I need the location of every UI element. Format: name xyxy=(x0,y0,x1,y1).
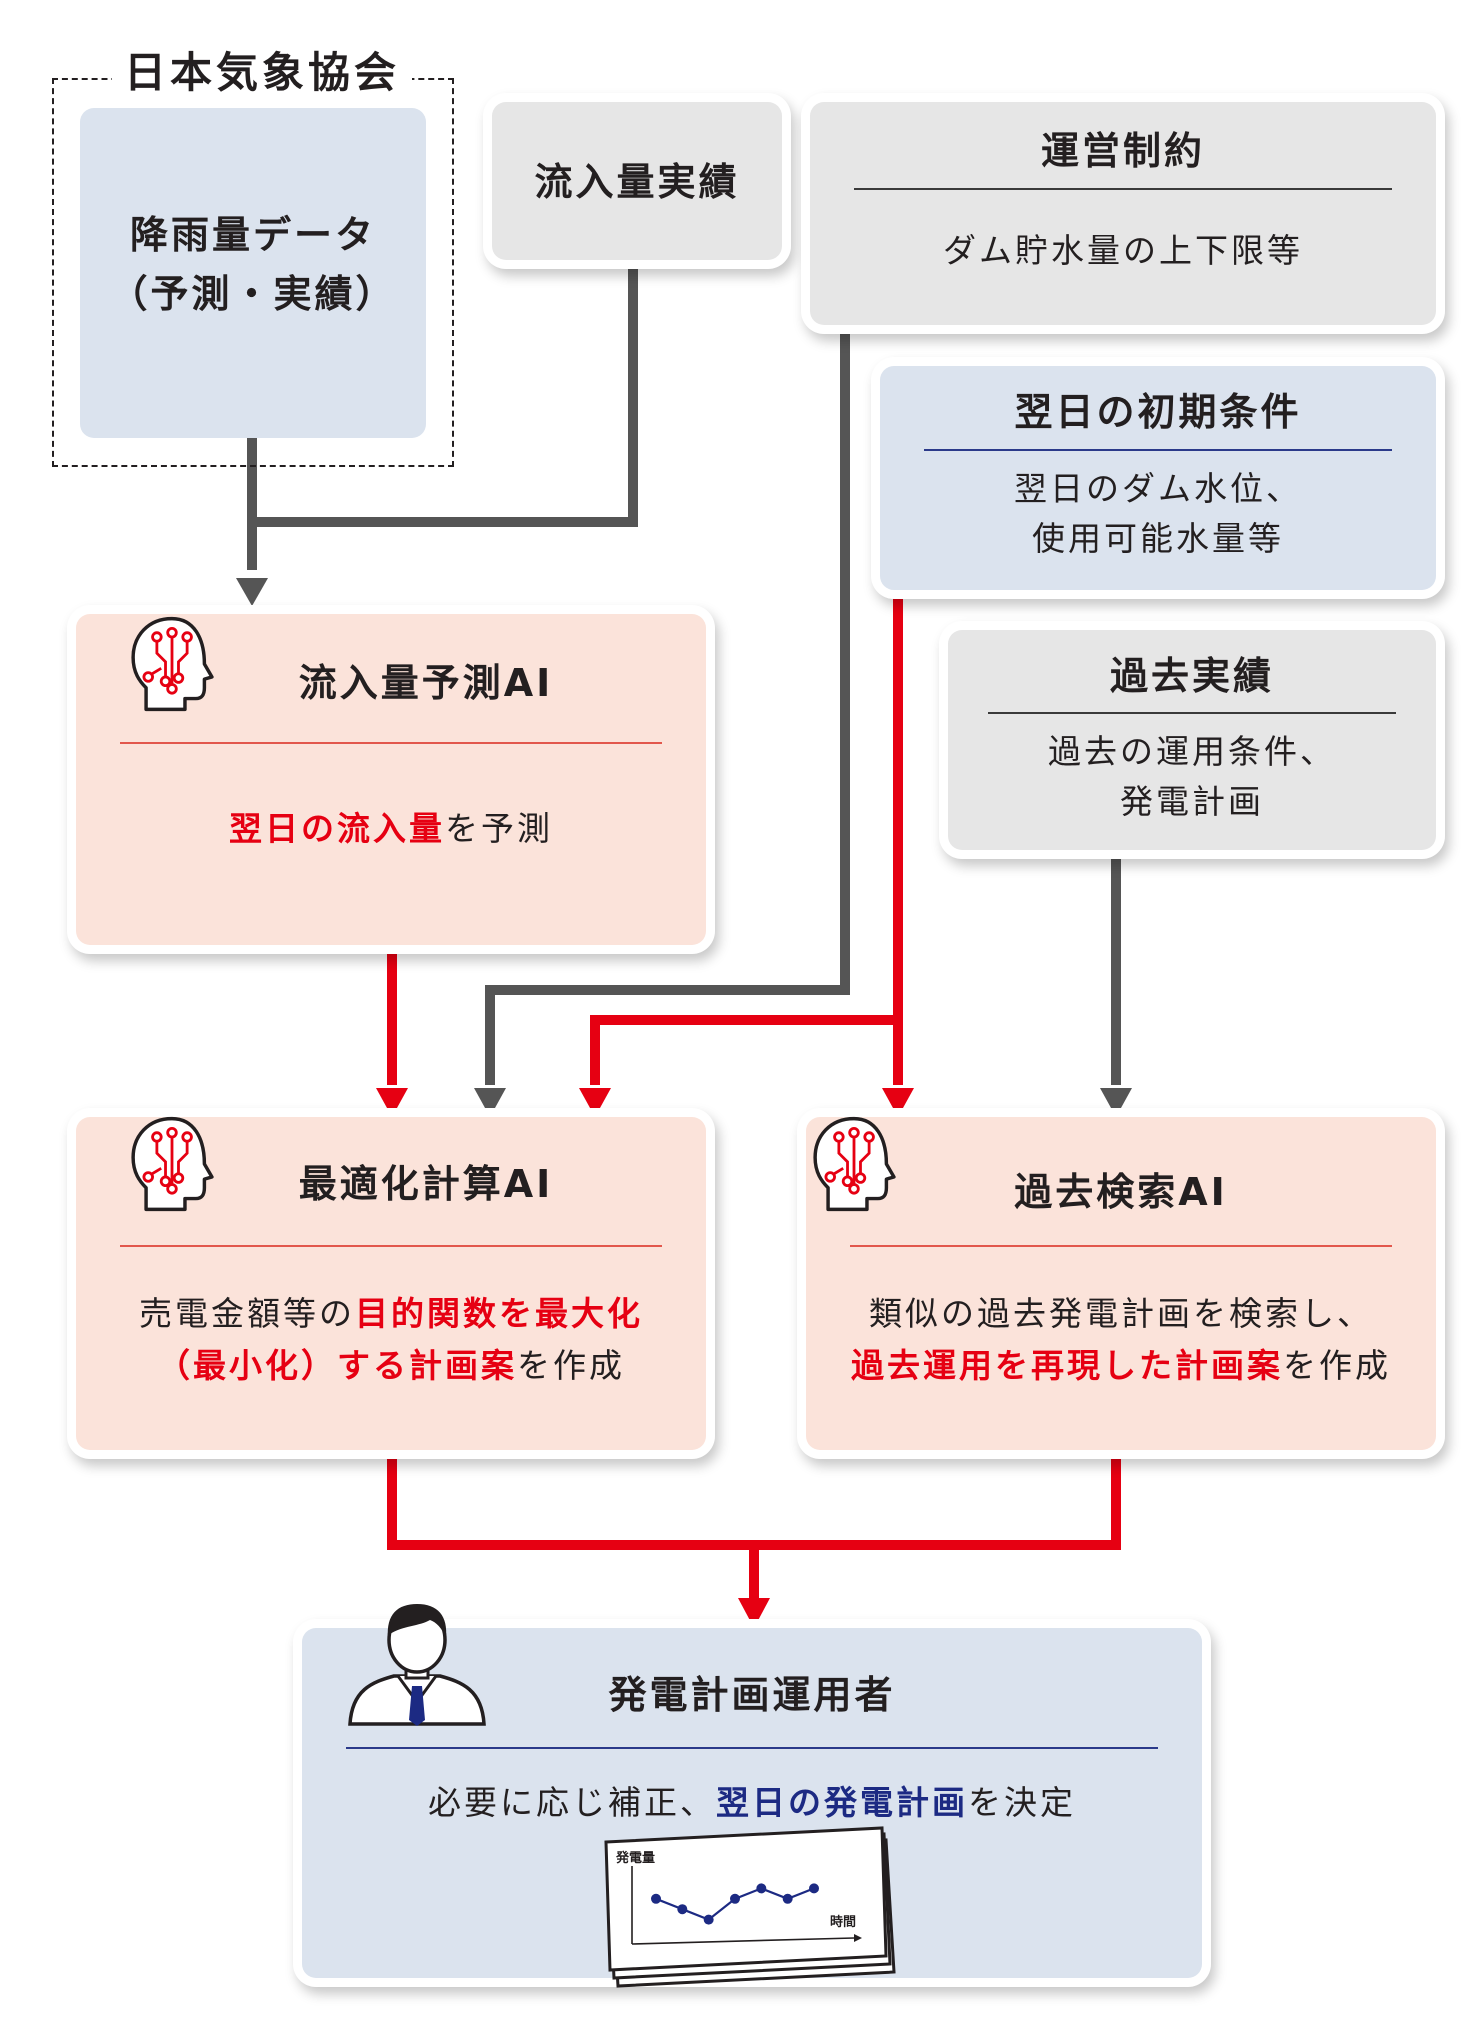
mini-chart-point xyxy=(703,1914,714,1925)
operator-body-pre: 必要に応じ補正、 xyxy=(428,1783,716,1822)
mini-chart-point xyxy=(677,1904,688,1915)
initial-conditions-divider xyxy=(924,449,1392,451)
rain-data-line2: （予測・実績） xyxy=(109,272,397,316)
operator-divider xyxy=(346,1747,1158,1749)
initial-conditions-line1: 翌日のダム水位、 xyxy=(1014,469,1302,508)
inflow-ai-body: 翌日の流入量を予測 xyxy=(76,804,706,854)
red-line-ais-to-operator xyxy=(381,1450,1127,1600)
rain-data-line1: 降雨量データ xyxy=(129,213,376,257)
optimizer-ai-line1-em: 目的関数を最大化 xyxy=(355,1294,643,1333)
mini-chart-point xyxy=(756,1883,767,1894)
past-results-divider xyxy=(988,712,1396,714)
constraints-box: 運営制約 ダム貯水量の上下限等 xyxy=(810,102,1436,325)
constraints-title: 運営制約 xyxy=(1040,129,1205,173)
past-results-line1: 過去の運用条件、 xyxy=(1048,732,1336,771)
operator-title: 発電計画運用者 xyxy=(608,1673,896,1717)
rain-data-box: 降雨量データ （予測・実績） xyxy=(80,108,426,438)
search-ai-line2: 過去運用を再現した計画案を作成 xyxy=(806,1341,1436,1391)
mini-chart-ylabel: 発電量 xyxy=(615,1850,655,1866)
initial-conditions-box: 翌日の初期条件 翌日のダム水位、 使用可能水量等 xyxy=(880,366,1436,590)
optimizer-ai-line2-em: （最小化）する計画案 xyxy=(157,1346,517,1385)
source-org-label: 日本気象協会 xyxy=(112,40,412,106)
mini-chart-point xyxy=(782,1893,793,1904)
inflow-ai-divider xyxy=(120,742,662,744)
arrowhead-initial-to-optimizer xyxy=(579,1088,611,1117)
inflow-actual-title: 流入量実績 xyxy=(534,160,740,204)
mini-chart-point xyxy=(651,1893,661,1904)
arrowhead-to-operator xyxy=(738,1598,770,1628)
mini-chart-point xyxy=(730,1893,740,1904)
search-ai-line1: 類似の過去発電計画を検索し、 xyxy=(869,1294,1373,1333)
initial-conditions-title: 翌日の初期条件 xyxy=(1014,390,1302,434)
arrowhead-past-to-search xyxy=(1100,1088,1132,1117)
optimizer-ai-line1: 売電金額等の目的関数を最大化 xyxy=(76,1289,706,1339)
past-results-line2: 発電計画 xyxy=(1120,782,1264,821)
ai-brain-icon xyxy=(131,1116,214,1212)
ai-brain-icon xyxy=(813,1116,896,1212)
search-ai-box: 過去検索AI 類似の過去発電計画を検索し、 過去運用を再現した計画案を作成 xyxy=(806,1117,1436,1450)
arrowhead-to-inflow-ai xyxy=(236,578,268,606)
past-results-title: 過去実績 xyxy=(1109,654,1274,698)
constraints-divider xyxy=(854,188,1392,190)
optimizer-ai-title: 最適化計算AI xyxy=(298,1162,554,1206)
gray-line-rain-to-inflow-ai xyxy=(241,260,644,570)
search-ai-line2-em: 過去運用を再現した計画案 xyxy=(851,1346,1283,1385)
arrowhead-initial-to-search xyxy=(882,1088,914,1117)
operator-body-em: 翌日の発電計画 xyxy=(716,1783,968,1822)
power-plan-document-icon: 発電量 時間 xyxy=(604,1826,896,1988)
ai-brain-icon xyxy=(131,616,214,712)
search-ai-divider xyxy=(850,1245,1392,1247)
mini-chart-point xyxy=(809,1883,819,1894)
operator-person-icon xyxy=(348,1604,486,1726)
optimizer-ai-line2: （最小化）する計画案を作成 xyxy=(76,1341,706,1391)
inflow-ai-body-rest: を予測 xyxy=(445,809,553,848)
optimizer-ai-divider xyxy=(120,1245,662,1247)
red-line-initial-to-ais xyxy=(584,590,909,1085)
optimizer-ai-line2-rest: を作成 xyxy=(517,1346,625,1385)
inflow-actual-box: 流入量実績 xyxy=(492,102,782,260)
constraints-body: ダム貯水量の上下限等 xyxy=(943,231,1303,270)
operator-body: 必要に応じ補正、翌日の発電計画を決定 xyxy=(302,1778,1202,1828)
arrowhead-inflow-to-optimizer xyxy=(376,1088,408,1117)
inflow-ai-body-em: 翌日の流入量 xyxy=(229,809,445,848)
search-ai-title: 過去検索AI xyxy=(1014,1170,1228,1214)
inflow-ai-title: 流入量予測AI xyxy=(298,661,554,705)
search-ai-line2-rest: を作成 xyxy=(1283,1346,1391,1385)
optimizer-ai-line1-pre: 売電金額等の xyxy=(139,1294,355,1333)
arrowhead-constraints-to-optimizer xyxy=(474,1088,506,1117)
mini-line-chart: 発電量 時間 xyxy=(615,1850,862,1945)
gray-line-constraints-to-optimizer xyxy=(479,325,856,1085)
mini-chart-x-axis xyxy=(631,1937,855,1945)
mini-chart-xlabel: 時間 xyxy=(830,1914,856,1930)
initial-conditions-line2: 使用可能水量等 xyxy=(1032,519,1284,558)
past-results-box: 過去実績 過去の運用条件、 発電計画 xyxy=(948,630,1436,850)
operator-body-rest: を決定 xyxy=(968,1783,1076,1822)
